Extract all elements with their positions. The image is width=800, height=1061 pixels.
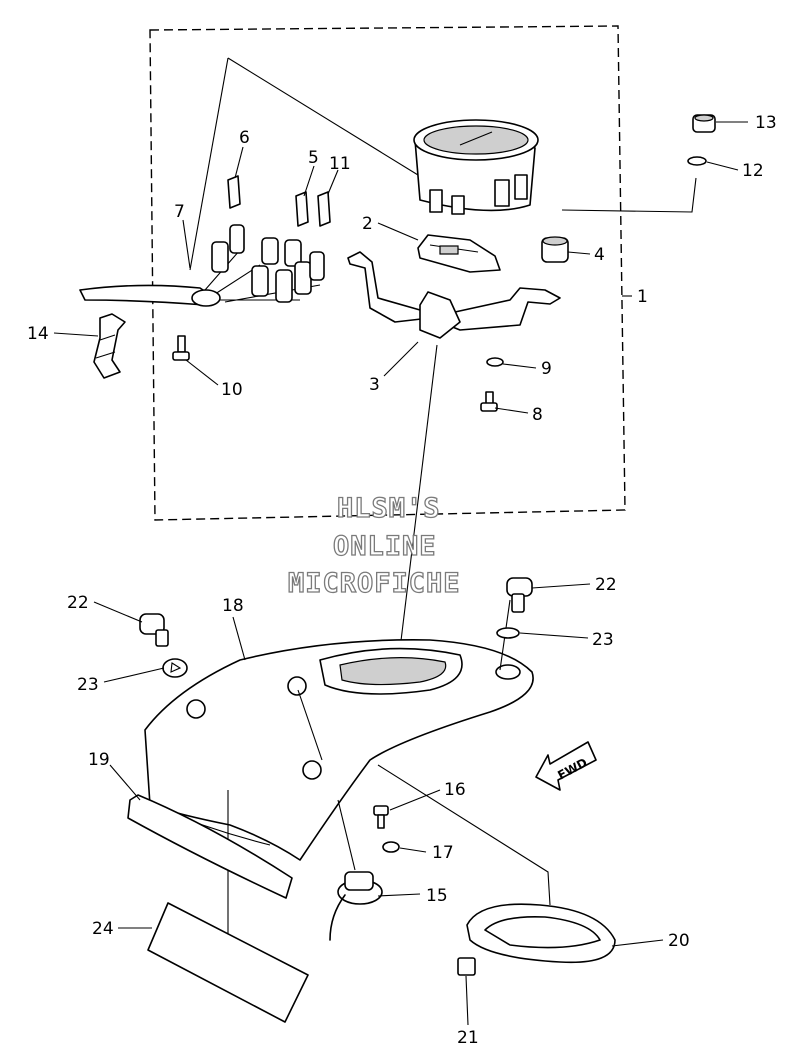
meter-assembly-outline — [149, 25, 626, 521]
clamp-item-14 — [93, 313, 126, 379]
callout-6: 6 — [239, 128, 250, 148]
forward-direction-arrow: FWD — [535, 741, 597, 791]
callout-17: 17 — [432, 843, 454, 863]
callout-9: 9 — [541, 359, 552, 379]
bolt-item-22-right — [506, 577, 533, 613]
washer-item-17 — [382, 841, 400, 853]
panel-item-2 — [417, 234, 501, 273]
screw-item-8 — [480, 391, 498, 412]
switch-item-15 — [329, 871, 383, 941]
callout-8: 8 — [532, 405, 543, 425]
clip-item-21 — [457, 957, 476, 976]
callout-13: 13 — [755, 113, 777, 133]
tank-cover-item-18 — [144, 639, 534, 861]
pad-item-24 — [147, 902, 309, 1023]
watermark: HLSM'S ONLINE MICROFICHE — [287, 492, 461, 599]
callout-23-right: 23 — [592, 630, 614, 650]
callout-5: 5 — [308, 148, 319, 168]
callout-12: 12 — [742, 161, 764, 181]
ring-item-20 — [466, 903, 616, 964]
callout-18: 18 — [222, 596, 244, 616]
callout-10: 10 — [221, 380, 243, 400]
bulb-item-11 — [317, 191, 331, 227]
callout-24: 24 — [92, 919, 114, 939]
meter-unit — [413, 119, 539, 215]
screw-item-16 — [373, 805, 389, 829]
callout-22-left: 22 — [67, 593, 89, 613]
callout-22-right: 22 — [595, 575, 617, 595]
bulb-item-6 — [227, 175, 241, 209]
callout-11: 11 — [329, 154, 351, 174]
callout-2: 2 — [362, 214, 373, 234]
callout-20: 20 — [668, 931, 690, 951]
watermark-line-3: MICROFICHE — [288, 568, 461, 599]
callout-4: 4 — [594, 245, 605, 265]
callout-15: 15 — [426, 886, 448, 906]
callouts: 1 2 3 4 5 6 7 8 9 10 11 12 13 14 15 16 1… — [27, 113, 777, 1048]
watermark-line-2: ONLINE — [333, 531, 437, 562]
washer-item-12 — [687, 156, 707, 166]
callout-21: 21 — [457, 1028, 479, 1048]
callout-3: 3 — [369, 375, 380, 395]
nut-item-13 — [692, 114, 716, 133]
washer-item-23-right — [496, 627, 520, 639]
washer-item-23-left — [162, 658, 188, 678]
bulb-item-5 — [295, 191, 309, 227]
callout-23-left: 23 — [77, 675, 99, 695]
callout-leaders — [53, 121, 748, 1026]
callout-19: 19 — [88, 750, 110, 770]
washer-item-9 — [486, 357, 504, 367]
watermark-line-1: HLSM'S — [337, 493, 441, 524]
callout-7: 7 — [174, 202, 185, 222]
strip-item-19 — [127, 794, 293, 899]
callout-16: 16 — [444, 780, 466, 800]
harness-item-7 — [79, 224, 325, 307]
bolt-item-22-left — [139, 613, 169, 647]
callout-14: 14 — [27, 324, 49, 344]
grommet-item-4 — [541, 236, 569, 263]
bracket-item-3 — [347, 251, 561, 339]
screw-item-10 — [172, 335, 190, 361]
callout-1: 1 — [637, 287, 648, 307]
